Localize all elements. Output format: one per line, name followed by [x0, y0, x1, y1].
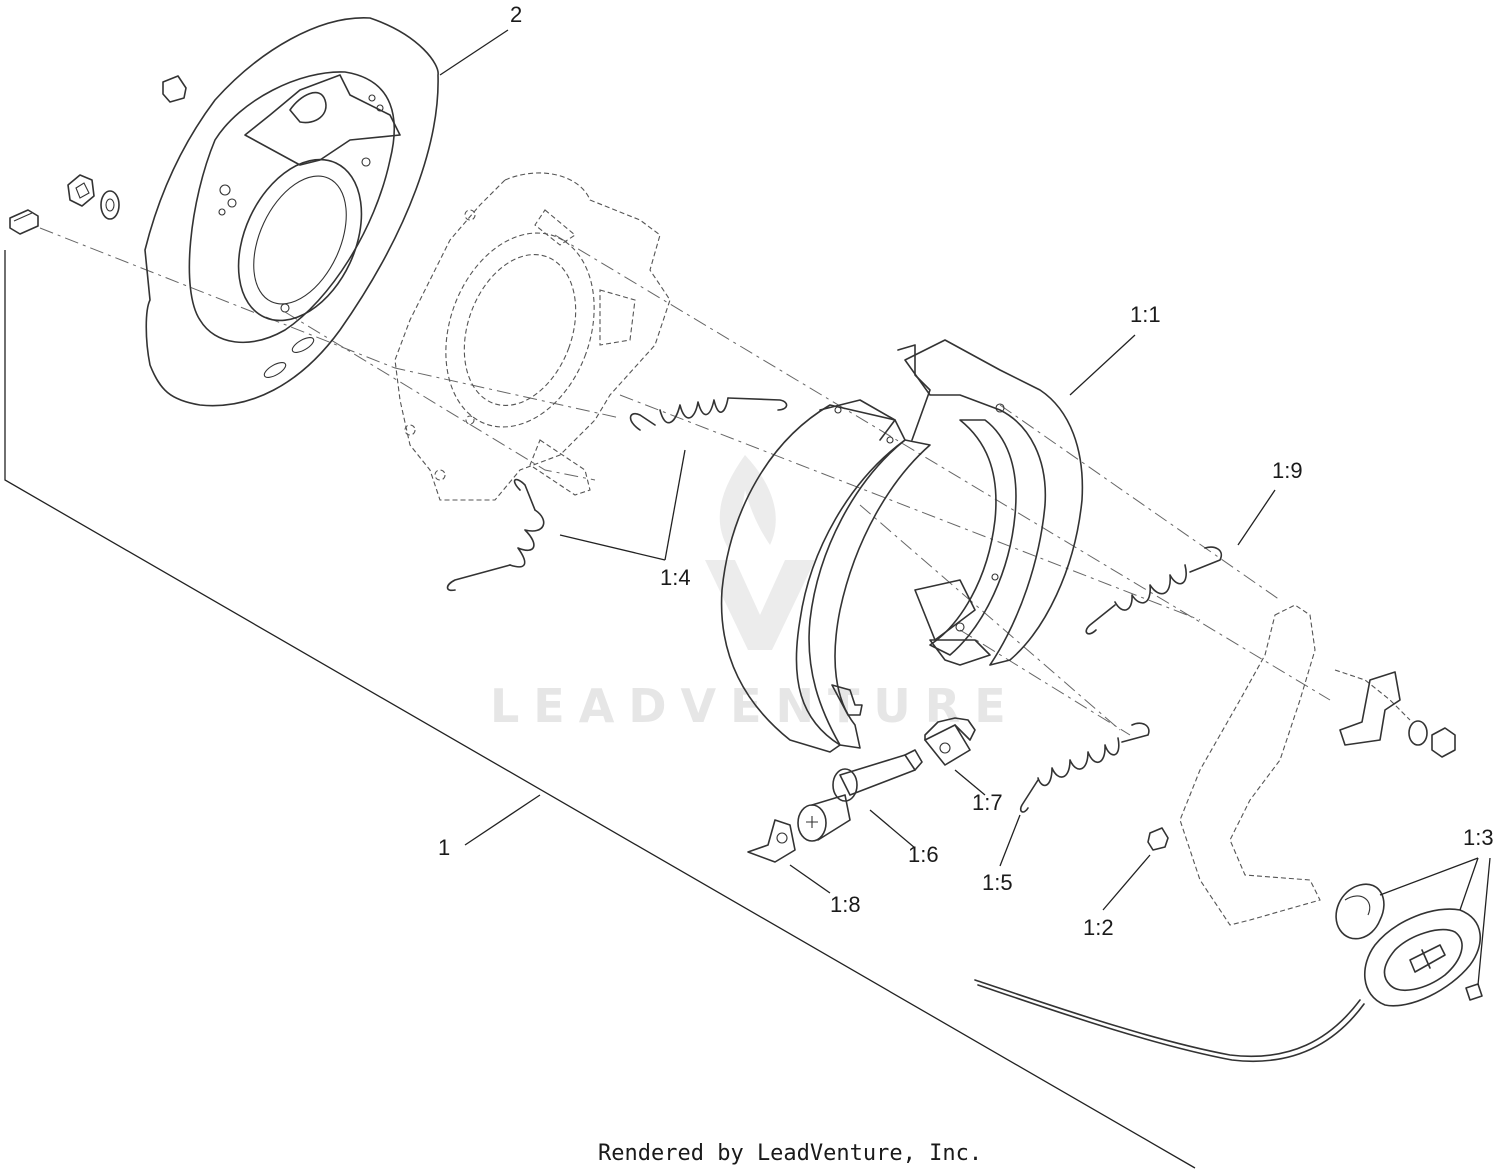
actuator-assembly	[974, 883, 1483, 1063]
adjuster-bracket	[747, 819, 796, 863]
callout-1-7: 1:7	[972, 790, 1003, 815]
callout-labels: 2 1:1 1:9 1:4 1 1:7 1:6 1:5 1:8 1:2 1:3	[438, 2, 1494, 940]
callout-1-4: 1:4	[660, 565, 691, 590]
adjuster-screw	[797, 749, 923, 842]
watermark-text: LEADVENTURE	[490, 679, 1020, 733]
callout-1-6: 1:6	[908, 842, 939, 867]
callout-1-8: 1:8	[830, 892, 861, 917]
shoe-spring-lower	[1019, 722, 1150, 813]
lever-bracket	[1339, 671, 1456, 758]
top-left-hardware	[9, 75, 187, 235]
callout-1-3: 1:3	[1463, 825, 1494, 850]
assembly-frame	[4, 250, 1196, 1169]
callout-1-2: 1:2	[1083, 915, 1114, 940]
leader-lines	[439, 29, 1491, 986]
render-credit: Rendered by LeadVenture, Inc.	[598, 1141, 982, 1166]
small-block	[1147, 827, 1169, 851]
return-springs-pair	[446, 397, 788, 592]
brake-shoes	[720, 339, 1084, 753]
callout-1-5: 1:5	[982, 870, 1013, 895]
callout-1: 1	[438, 835, 450, 860]
adjuster-clip	[924, 717, 976, 766]
shoe-spring-upper	[1085, 546, 1223, 635]
backing-plate	[144, 17, 439, 407]
housing-flange-phantom	[394, 172, 671, 501]
callout-1-9: 1:9	[1272, 458, 1303, 483]
callout-1-1: 1:1	[1130, 302, 1161, 327]
actuator-arm-phantom	[1179, 604, 1411, 926]
callout-2: 2	[510, 2, 522, 27]
watermark: LEADVENTURE	[490, 455, 1020, 733]
flame-v-logo-icon	[705, 455, 815, 650]
centerlines	[39, 227, 1331, 736]
